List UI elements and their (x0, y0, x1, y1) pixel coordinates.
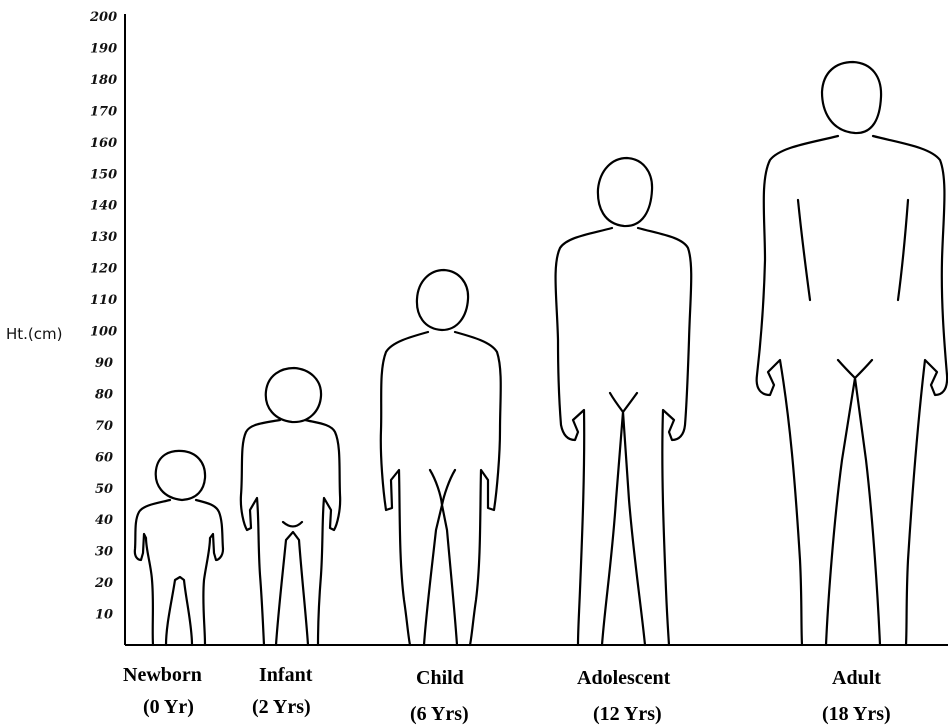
y-tick-label: 40 (95, 513, 113, 528)
figure-child: Child (6 Yrs) (381, 270, 501, 725)
figure-age: (0 Yr) (143, 696, 194, 718)
y-tick-label: 160 (90, 136, 117, 151)
y-tick-label: 110 (90, 293, 117, 308)
figure-adolescent: Adolescent (12 Yrs) (556, 158, 692, 725)
y-tick-label: 120 (90, 262, 117, 277)
y-tick-label: 200 (89, 10, 117, 25)
y-tick-label: 30 (95, 545, 113, 560)
adolescent-silhouette (556, 158, 692, 645)
y-tick-label: 50 (95, 482, 113, 497)
child-silhouette (381, 270, 501, 645)
figure-age: (12 Yrs) (593, 703, 662, 725)
figure-name: Adolescent (577, 667, 671, 689)
figure-name: Newborn (123, 664, 202, 686)
y-tick-label: 90 (95, 356, 113, 371)
y-tick-label: 190 (90, 41, 117, 56)
figure-name: Adult (832, 667, 881, 689)
figure-age: (18 Yrs) (822, 703, 891, 725)
y-tick-label: 20 (94, 576, 113, 591)
y-tick-label: 150 (90, 167, 117, 182)
figure-infant: Infant (2 Yrs) (241, 368, 340, 718)
y-tick-label: 60 (95, 450, 113, 465)
figure-newborn: Newborn (0 Yr) (123, 451, 223, 718)
infant-silhouette (241, 368, 340, 645)
newborn-silhouette (135, 451, 223, 645)
y-tick-label: 70 (95, 419, 113, 434)
figure-name: Child (416, 667, 464, 689)
y-tick-label: 170 (90, 104, 117, 119)
y-tick-label: 180 (90, 73, 117, 88)
y-tick-label: 10 (95, 608, 113, 623)
adult-silhouette (757, 62, 947, 645)
figure-adult: Adult (18 Yrs) (757, 62, 947, 725)
figure-age: (6 Yrs) (410, 703, 469, 725)
y-axis-label: Ht.(cm) (6, 325, 63, 343)
y-tick-label: 130 (90, 230, 117, 245)
y-axis-ticks: 10 20 30 40 50 60 70 80 90 100 110 120 130 140 150 160 1… (89, 10, 117, 623)
figure-name: Infant (259, 664, 313, 686)
figure-age: (2 Yrs) (252, 696, 311, 718)
y-tick-label: 140 (90, 199, 117, 214)
y-tick-label: 100 (90, 325, 117, 340)
y-tick-label: 80 (95, 387, 113, 402)
